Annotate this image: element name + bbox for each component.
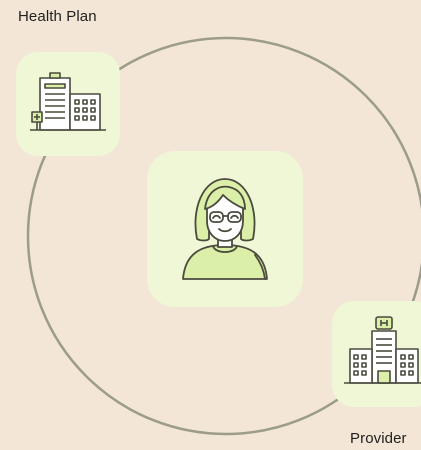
person-node (147, 151, 303, 307)
health-plan-node (16, 52, 120, 156)
hospital-building-icon (30, 72, 106, 131)
provider-node (332, 301, 421, 407)
health-plan-label: Health Plan (18, 8, 97, 25)
person-avatar-icon (182, 178, 268, 280)
provider-label: Provider (350, 430, 407, 447)
hospital-building-icon (344, 316, 421, 384)
